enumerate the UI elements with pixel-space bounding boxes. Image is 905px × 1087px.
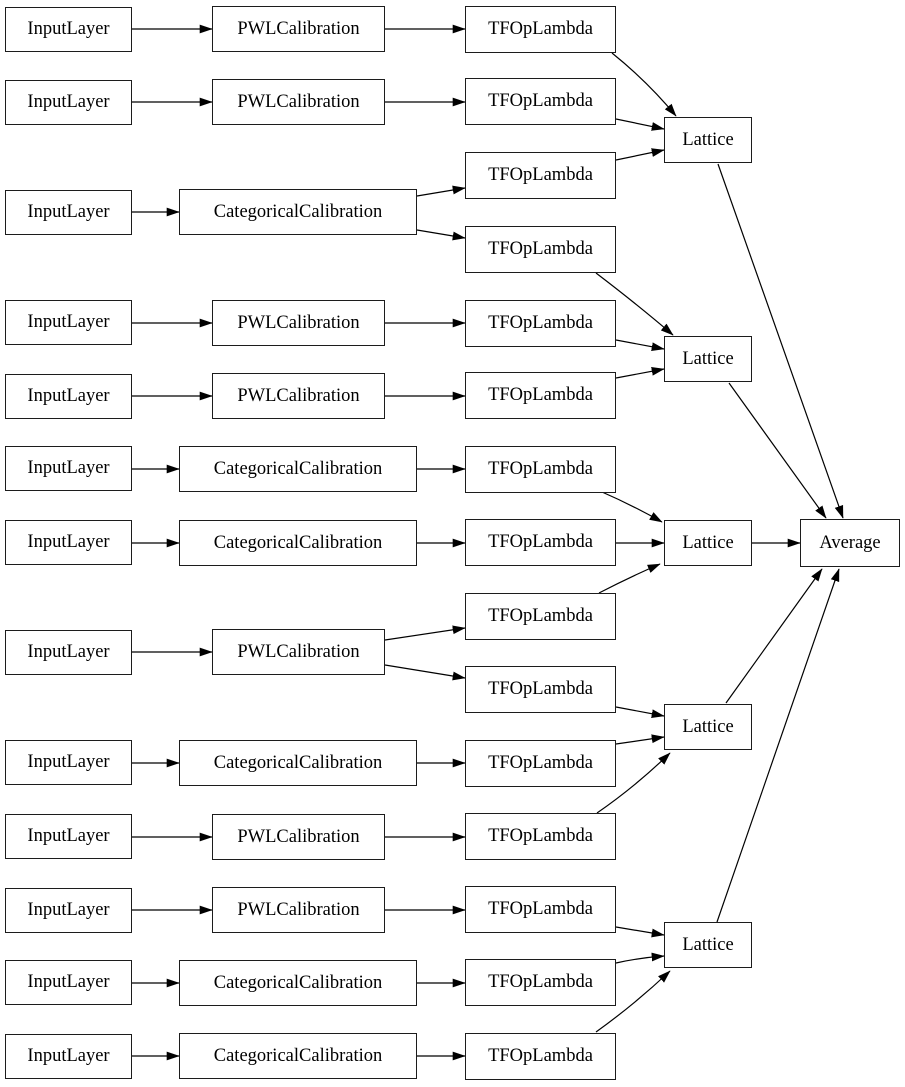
node-input-layer-9: InputLayer — [5, 740, 132, 785]
node-tfop-lambda-4: TFOpLambda — [465, 226, 616, 273]
edge-pwl-calibration-5-to-tfop-lambda-9 — [384, 625, 466, 641]
edge-tfop-lambda-14-to-lattice-5 — [615, 952, 665, 964]
node-categorical-calibration-6: CategoricalCalibration — [179, 1033, 417, 1079]
node-tfop-lambda-11: TFOpLambda — [465, 740, 616, 787]
edge-tfop-lambda-9-to-lattice-3 — [598, 563, 661, 594]
node-input-layer-1: InputLayer — [5, 7, 132, 52]
node-categorical-calibration-1: CategoricalCalibration — [179, 189, 417, 235]
node-input-layer-7: InputLayer — [5, 520, 132, 565]
node-tfop-lambda-14: TFOpLambda — [465, 959, 616, 1006]
node-pwl-calibration-2: PWLCalibration — [212, 79, 385, 125]
node-tfop-lambda-6: TFOpLambda — [465, 372, 616, 419]
node-input-layer-6: InputLayer — [5, 446, 132, 491]
node-input-layer-13: InputLayer — [5, 1034, 132, 1079]
node-input-layer-11: InputLayer — [5, 888, 132, 933]
node-input-layer-2: InputLayer — [5, 80, 132, 125]
node-input-layer-3: InputLayer — [5, 190, 132, 235]
node-pwl-calibration-1: PWLCalibration — [212, 6, 385, 52]
node-categorical-calibration-3: CategoricalCalibration — [179, 520, 417, 566]
node-input-layer-5: InputLayer — [5, 374, 132, 419]
node-tfop-lambda-10: TFOpLambda — [465, 666, 616, 713]
node-categorical-calibration-5: CategoricalCalibration — [179, 960, 417, 1006]
node-average: Average — [800, 519, 900, 567]
node-input-layer-10: InputLayer — [5, 814, 132, 859]
edge-lattice-2-to-average — [728, 382, 827, 519]
node-lattice-1: Lattice — [664, 117, 752, 163]
edge-categorical-calibration-1-to-tfop-lambda-3 — [416, 185, 466, 197]
node-input-layer-12: InputLayer — [5, 960, 132, 1005]
edge-tfop-lambda-1-to-lattice-1 — [611, 52, 677, 117]
edge-tfop-lambda-4-to-lattice-2 — [595, 272, 674, 336]
edge-tfop-lambda-6-to-lattice-2 — [615, 366, 665, 379]
edge-tfop-lambda-10-to-lattice-4 — [615, 706, 665, 719]
edge-lattice-5-to-average — [716, 568, 840, 923]
node-tfop-lambda-12: TFOpLambda — [465, 813, 616, 860]
edge-tfop-lambda-15-to-lattice-5 — [595, 970, 671, 1033]
edge-tfop-lambda-12-to-lattice-4 — [596, 752, 671, 814]
edge-tfop-lambda-2-to-lattice-1 — [615, 118, 665, 131]
node-tfop-lambda-13: TFOpLambda — [465, 886, 616, 933]
node-tfop-lambda-15: TFOpLambda — [465, 1033, 616, 1080]
node-lattice-3: Lattice — [664, 520, 752, 566]
node-input-layer-4: InputLayer — [5, 300, 132, 345]
node-pwl-calibration-7: PWLCalibration — [212, 887, 385, 933]
edge-tfop-lambda-3-to-lattice-1 — [615, 148, 665, 161]
edge-categorical-calibration-1-to-tfop-lambda-4 — [416, 229, 466, 241]
node-tfop-lambda-9: TFOpLambda — [465, 593, 616, 640]
node-lattice-4: Lattice — [664, 704, 752, 750]
edge-pwl-calibration-5-to-tfop-lambda-10 — [384, 664, 466, 681]
node-lattice-5: Lattice — [664, 922, 752, 968]
edge-tfop-lambda-5-to-lattice-2 — [615, 339, 665, 352]
node-pwl-calibration-3: PWLCalibration — [212, 300, 385, 346]
node-pwl-calibration-5: PWLCalibration — [212, 629, 385, 675]
node-tfop-lambda-2: TFOpLambda — [465, 78, 616, 125]
edge-tfop-lambda-11-to-lattice-4 — [615, 734, 665, 745]
edge-lattice-4-to-average — [725, 568, 823, 704]
node-tfop-lambda-5: TFOpLambda — [465, 300, 616, 347]
node-tfop-lambda-3: TFOpLambda — [465, 152, 616, 199]
edge-tfop-lambda-13-to-lattice-5 — [615, 926, 665, 938]
node-categorical-calibration-4: CategoricalCalibration — [179, 740, 417, 786]
node-categorical-calibration-2: CategoricalCalibration — [179, 446, 417, 492]
edge-tfop-lambda-7-to-lattice-3 — [601, 491, 663, 523]
node-tfop-lambda-8: TFOpLambda — [465, 519, 616, 566]
node-input-layer-8: InputLayer — [5, 630, 132, 675]
edge-lattice-1-to-average — [717, 163, 844, 519]
node-lattice-2: Lattice — [664, 336, 752, 382]
node-pwl-calibration-4: PWLCalibration — [212, 373, 385, 419]
node-tfop-lambda-1: TFOpLambda — [465, 6, 616, 53]
node-pwl-calibration-6: PWLCalibration — [212, 814, 385, 860]
node-tfop-lambda-7: TFOpLambda — [465, 446, 616, 493]
